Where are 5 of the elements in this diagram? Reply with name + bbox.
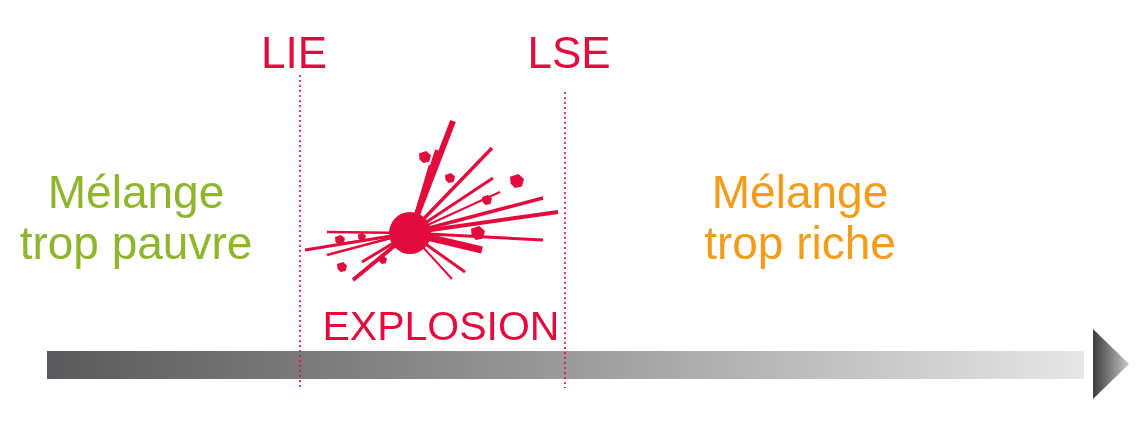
zone-label: Mélange trop pauvre [18, 167, 254, 269]
limit-label: LSE [527, 29, 611, 77]
limit-label: LIE [261, 29, 328, 77]
zone-label: Mélange trop riche [703, 167, 897, 269]
zone-label: EXPLOSION [322, 303, 560, 349]
